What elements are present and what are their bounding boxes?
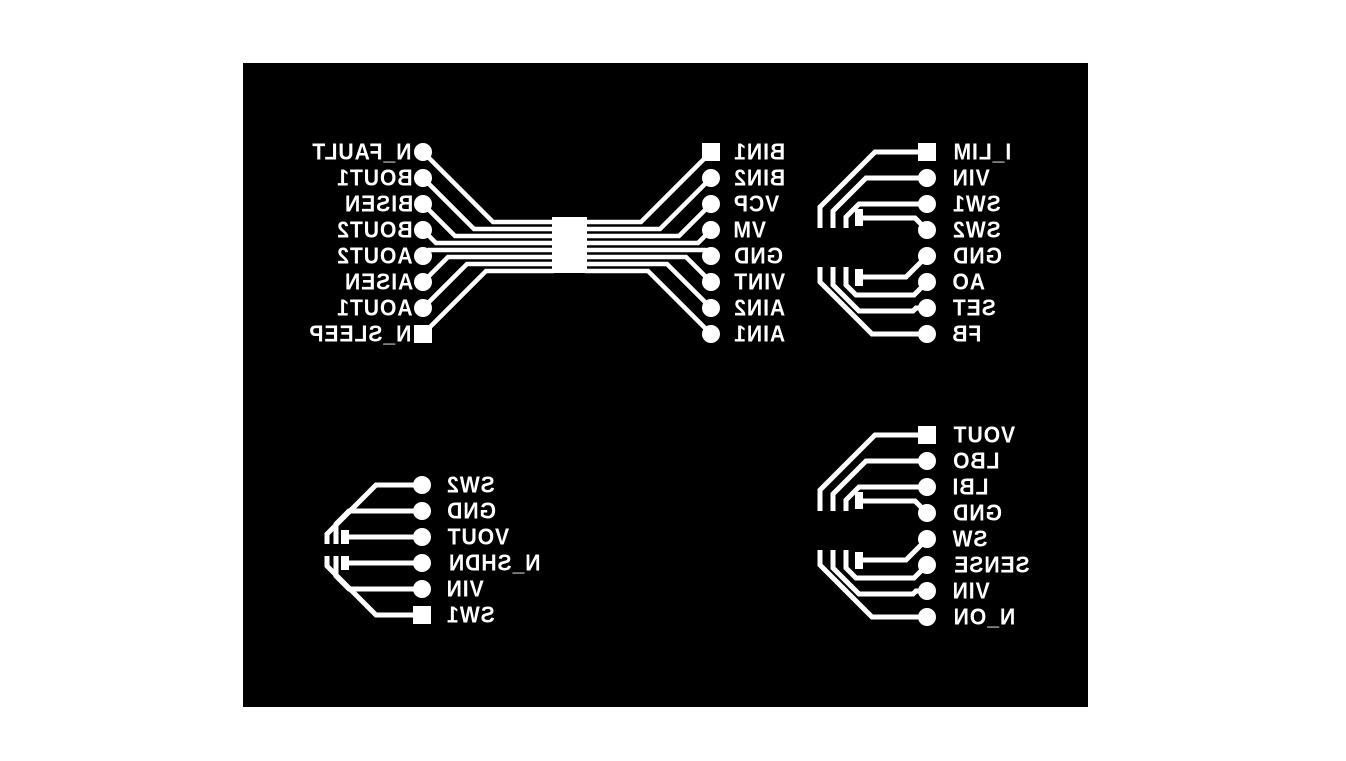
pad-ic-ain1 — [702, 325, 720, 343]
pin-label-bl-sw1: SW1 — [446, 601, 495, 628]
pin-label-ic-vm: VM — [732, 216, 767, 243]
br-smd-pad-4 — [855, 492, 863, 509]
tr-smd-pad-4 — [855, 209, 863, 226]
pin-label-ic-bout2: BOUT2 — [336, 216, 413, 243]
pad-ic-nsleep — [414, 325, 432, 343]
pcb-board: N_FAULT BOUT1 BISEN BOUT2 AOUT2 AISEN AO… — [243, 63, 1088, 707]
pad-tr-gnd — [918, 247, 936, 265]
pin-label-bl-nshdn: N_SHDN — [448, 549, 541, 576]
bl-smd-pad-4 — [341, 556, 349, 570]
pin-label-ic-bin2: BIN2 — [733, 164, 786, 191]
pin-label-br-sw: SW — [951, 525, 988, 552]
br-smd-pad-5 — [855, 552, 863, 569]
pin-label-br-vin: VIN — [951, 577, 990, 604]
ic-body-pad — [552, 217, 587, 273]
pad-ic-ain2 — [702, 299, 720, 317]
pad-br-lbo — [918, 452, 936, 470]
pad-tr-fb — [918, 325, 936, 343]
pad-ic-bout1 — [414, 169, 432, 187]
pin-label-ic-gnd: GND — [733, 242, 783, 269]
pad-bl-vout — [413, 528, 431, 546]
pad-tr-vin — [918, 169, 936, 187]
pad-ic-aisen — [414, 273, 432, 291]
pad-tr-ilim — [918, 143, 936, 161]
pad-ic-vint — [702, 273, 720, 291]
pin-label-tr-gnd: GND — [952, 242, 1002, 269]
pad-tr-ao — [918, 273, 936, 291]
pad-tr-sw2 — [918, 221, 936, 239]
pin-label-ic-ain2: AIN2 — [733, 294, 786, 321]
pin-label-ic-bin1: BIN1 — [733, 138, 786, 165]
pad-br-gnd — [918, 504, 936, 522]
pin-label-tr-sw1: SW1 — [952, 190, 1001, 217]
pin-label-tr-fb: FB — [951, 320, 982, 347]
pin-label-br-gnd: GND — [952, 499, 1002, 526]
pad-br-vout — [918, 426, 936, 444]
pin-label-bl-vin: VIN — [445, 575, 484, 602]
pad-bl-nshdn — [413, 554, 431, 572]
pad-bl-sw2 — [413, 476, 431, 494]
pad-tr-sw1 — [918, 195, 936, 213]
pin-label-bl-sw2: SW2 — [446, 471, 495, 498]
pin-label-bl-gnd: GND — [446, 497, 496, 524]
copper-layer — [324, 143, 936, 626]
pad-tr-set — [918, 299, 936, 317]
pin-label-ic-vint: VINT — [733, 268, 786, 295]
pin-label-bl-vout: VOUT — [446, 523, 510, 550]
pad-bl-sw1 — [413, 606, 431, 624]
pin-label-ic-vcp: VCP — [733, 190, 780, 217]
pin-label-ic-ain1: AIN1 — [733, 320, 786, 347]
pin-label-ic-bout1: BOUT1 — [336, 164, 413, 191]
pin-label-br-vout: VOUT — [952, 421, 1016, 448]
pin-label-ic-aout2: AOUT2 — [336, 242, 413, 269]
pin-label-ic-bisen: BISEN — [343, 190, 413, 217]
bottom-right-fanout-traces — [817, 432, 929, 620]
pad-ic-gnd — [702, 247, 720, 265]
pin-label-br-non: N_ON — [952, 603, 1016, 630]
pin-label-br-lbo: LBO — [952, 447, 1000, 474]
pin-label-ic-aout1: AOUT1 — [336, 294, 413, 321]
pad-ic-bout2 — [414, 221, 432, 239]
pad-br-vin — [918, 582, 936, 600]
pin-label-br-lbi: LBI — [951, 473, 989, 500]
tr-smd-pad-5 — [855, 269, 863, 286]
pad-br-non — [918, 608, 936, 626]
bl-smd-pad-3 — [341, 530, 349, 544]
pin-label-br-sense: SENSE — [953, 551, 1030, 578]
pin-label-ic-nsleep: N_SLEEP — [308, 320, 412, 347]
pad-bl-vin — [413, 580, 431, 598]
pin-label-tr-vin: VIN — [951, 164, 990, 191]
pin-label-tr-ilim: I_LIM — [952, 138, 1012, 165]
pad-ic-aout2 — [414, 247, 432, 265]
pad-ic-bisen — [414, 195, 432, 213]
pad-br-sense — [918, 556, 936, 574]
pad-ic-aout1 — [414, 299, 432, 317]
pad-ic-vcp — [702, 195, 720, 213]
bottom-left-fanout-traces — [324, 482, 422, 618]
pin-label-tr-ao: AO — [951, 268, 986, 295]
pad-br-lbi — [918, 478, 936, 496]
pin-label-tr-sw2: SW2 — [952, 216, 1001, 243]
pad-ic-bin1 — [702, 143, 720, 161]
pad-bl-gnd — [413, 502, 431, 520]
pin-label-tr-set: SET — [951, 294, 996, 321]
pad-ic-nfault — [414, 143, 432, 161]
pad-ic-bin2 — [702, 169, 720, 187]
top-right-fanout-traces — [817, 149, 929, 337]
pad-br-sw — [918, 530, 936, 548]
pin-label-ic-aisen: AISEN — [343, 268, 413, 295]
pad-ic-vm — [702, 221, 720, 239]
pin-label-ic-nfault: N_FAULT — [311, 138, 412, 165]
